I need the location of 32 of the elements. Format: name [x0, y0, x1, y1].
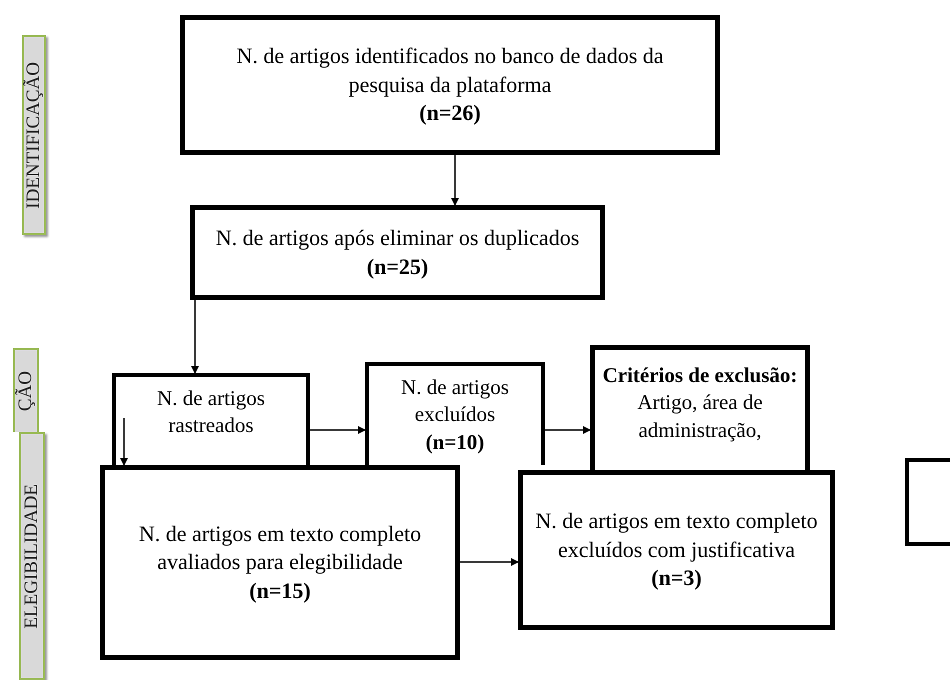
arrow [460, 558, 519, 566]
arrow [545, 426, 591, 434]
box-text: N. de artigos excluídos [400, 374, 510, 428]
process-box [365, 362, 545, 465]
count-text: (n=25) [366, 252, 428, 281]
stage-label [19, 432, 45, 680]
box-text: N. de artigos rastreados [156, 385, 266, 440]
box-text: N. de artigos identificados no banco de dados da pesquisa da plataforma [235, 42, 665, 99]
stage-label [13, 348, 39, 432]
count-text: (n=10) [426, 428, 484, 456]
box-text: N. de artigos em texto completo avaliados para elegibilidade [138, 520, 422, 576]
arrow [451, 155, 459, 206]
arrow [191, 300, 199, 374]
stage-text: ÇÃO [14, 370, 38, 412]
stage-text: IDENTIFICAÇÃO [22, 62, 46, 208]
stage-text: ELEGIBILIDADE [20, 484, 44, 628]
count-text: (n=26) [419, 99, 481, 128]
process-box [190, 205, 605, 300]
count-text: (n=15) [249, 576, 311, 605]
arrow [120, 418, 128, 466]
process-box [905, 458, 950, 546]
process-box [180, 15, 720, 155]
count-text: (n=3) [651, 564, 702, 592]
process-box [112, 373, 310, 465]
box-text: N. de artigos em texto completo excluídos com justificativa [535, 507, 818, 564]
process-box [518, 470, 835, 630]
stage-label [22, 35, 46, 235]
process-box [590, 345, 810, 470]
box-text: N. de artigos após eliminar os duplicados [216, 224, 580, 252]
process-box [100, 465, 460, 660]
box-text: Critérios de exclusão: Artigo, área de administração, [602, 362, 798, 444]
arrow [310, 426, 366, 434]
